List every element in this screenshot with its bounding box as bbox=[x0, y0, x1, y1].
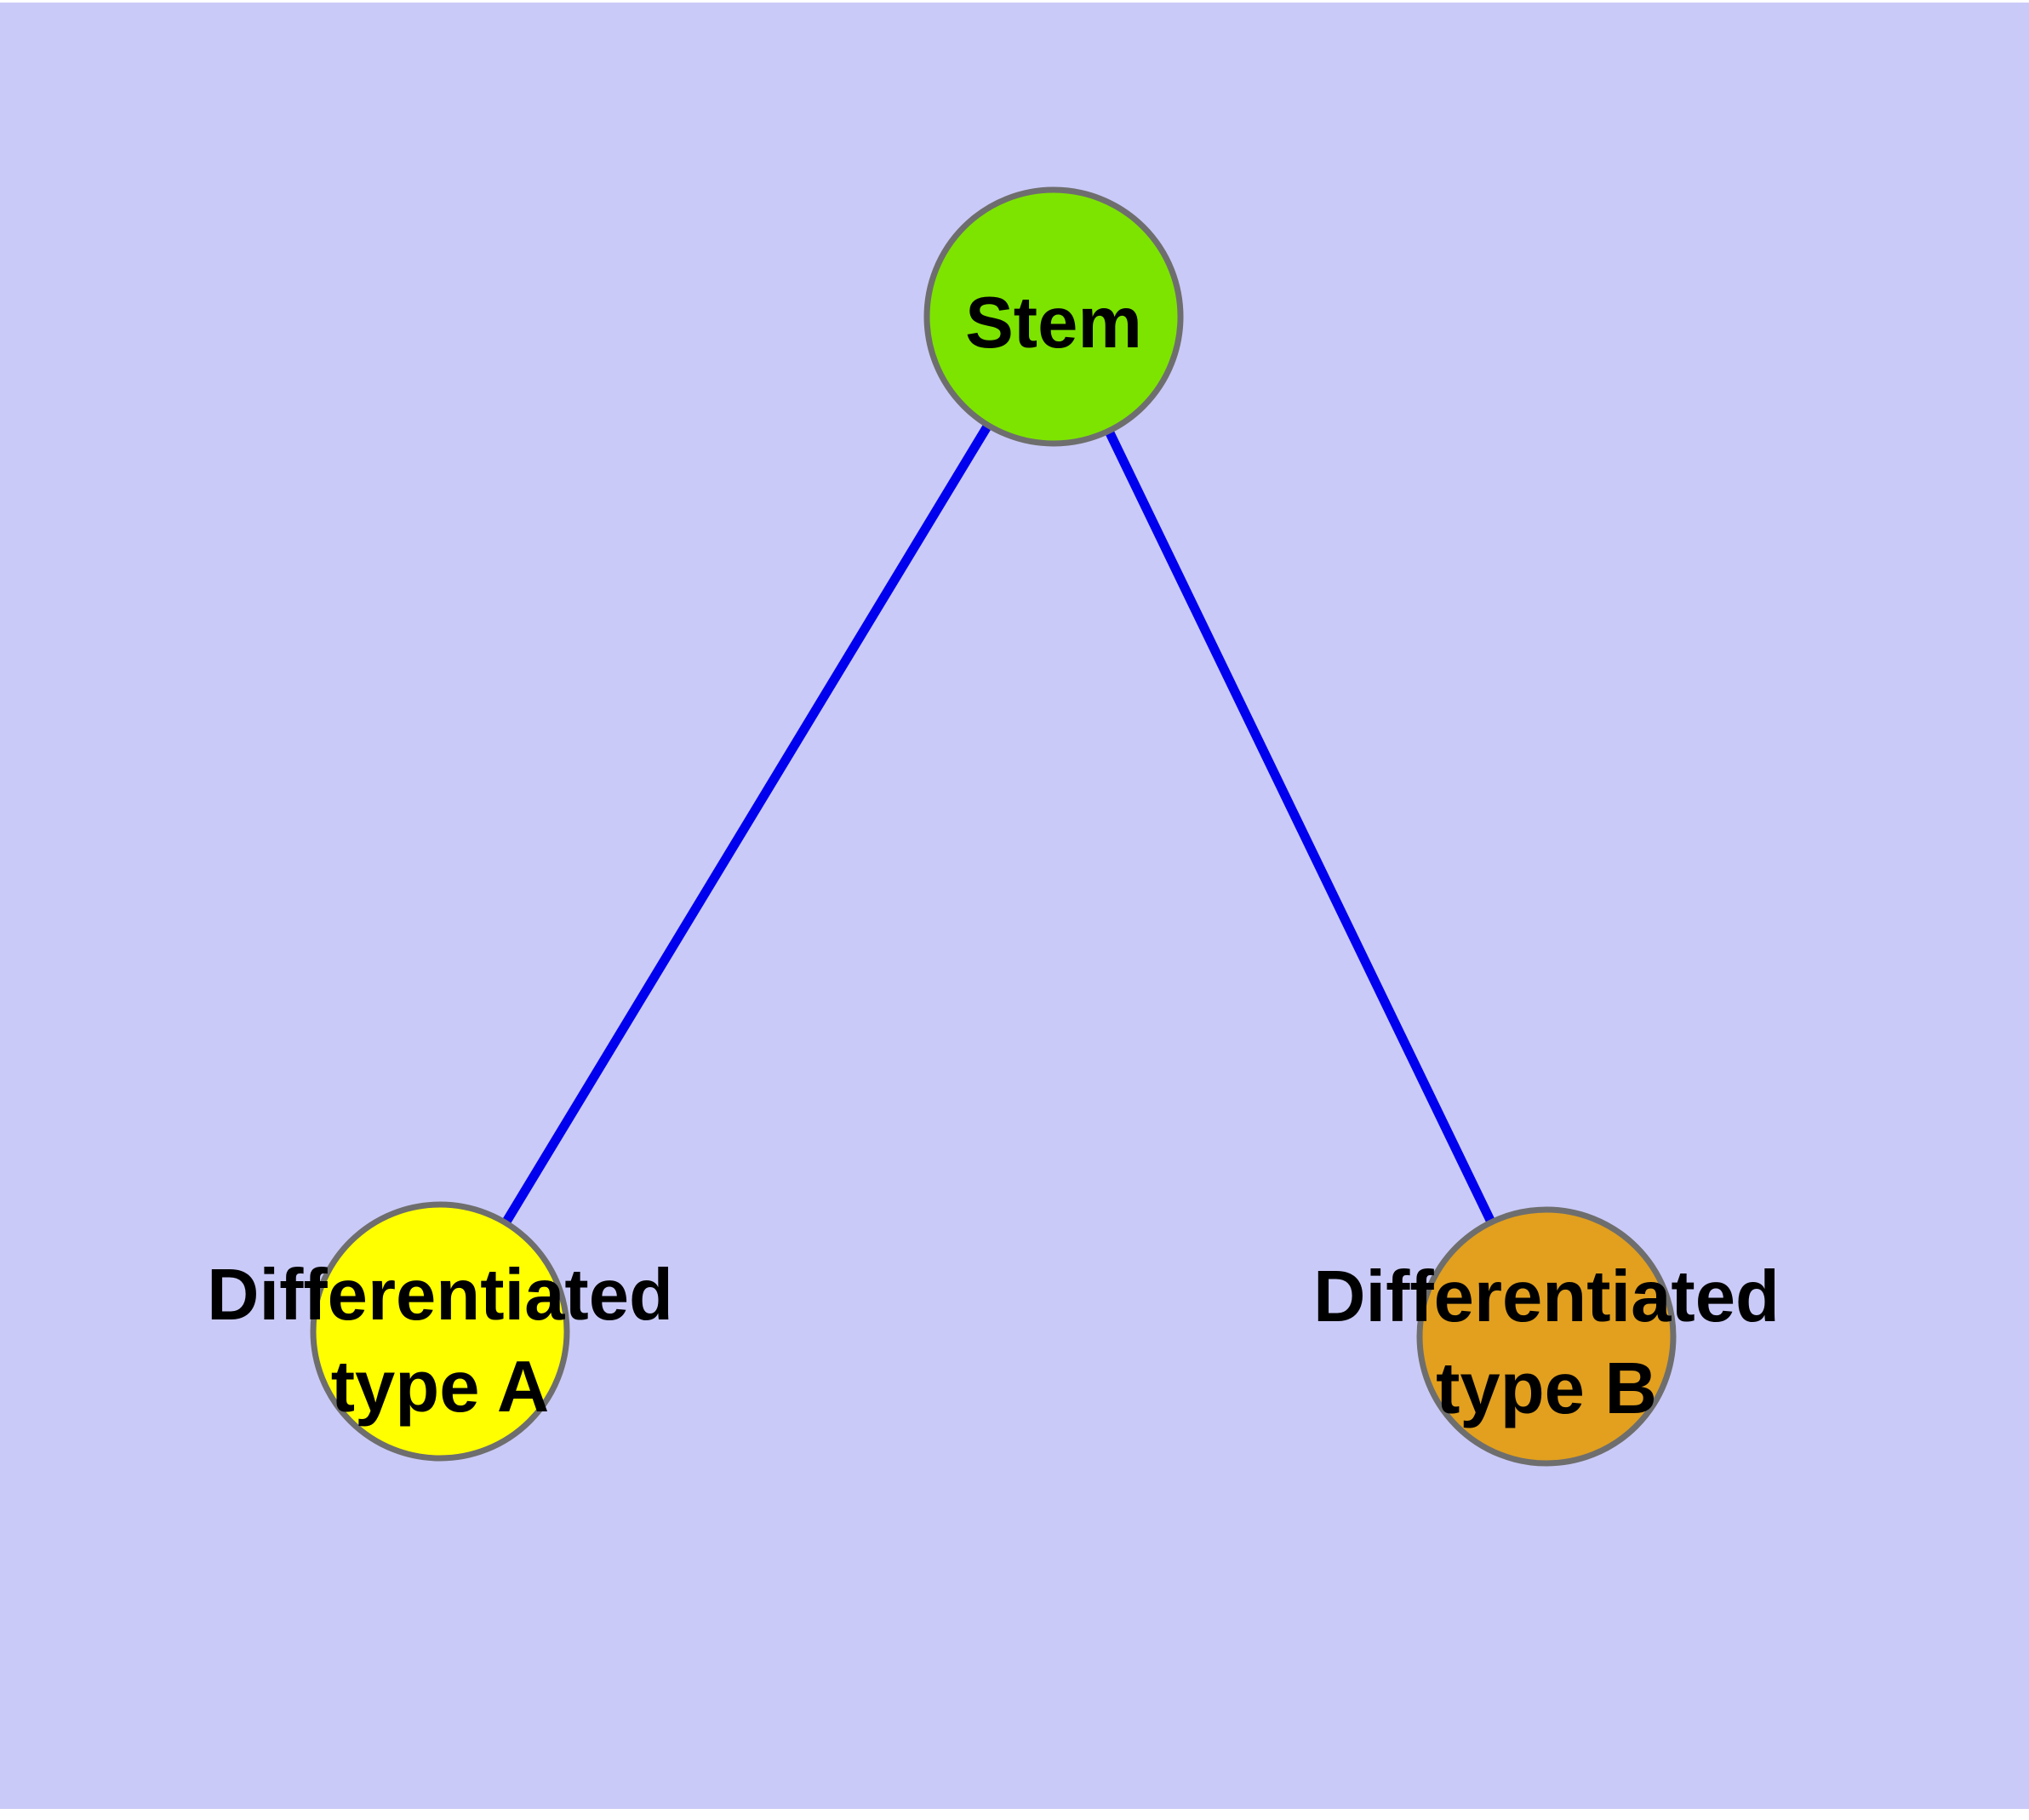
edge-stem-to-typeB bbox=[1049, 314, 1551, 1339]
node-typeA: Differentiated type A bbox=[207, 1201, 673, 1462]
node-typeA-label-line1: Differentiated bbox=[207, 1255, 673, 1336]
node-typeA-label-line2: type A bbox=[331, 1347, 550, 1428]
node-typeB-label-line1: Differentiated bbox=[1313, 1256, 1780, 1337]
node-stem: Stem bbox=[923, 186, 1184, 447]
node-typeB-circle bbox=[1416, 1206, 1677, 1467]
node-stem-circle bbox=[923, 186, 1184, 447]
edge-stem-to-typeA bbox=[436, 314, 1058, 1334]
node-typeB-label-line2: type B bbox=[1436, 1348, 1657, 1429]
node-typeA-circle bbox=[310, 1201, 570, 1462]
node-typeB: Differentiated type B bbox=[1313, 1206, 1780, 1467]
edge-layer bbox=[436, 314, 1551, 1339]
node-stem-label: Stem bbox=[965, 283, 1142, 363]
